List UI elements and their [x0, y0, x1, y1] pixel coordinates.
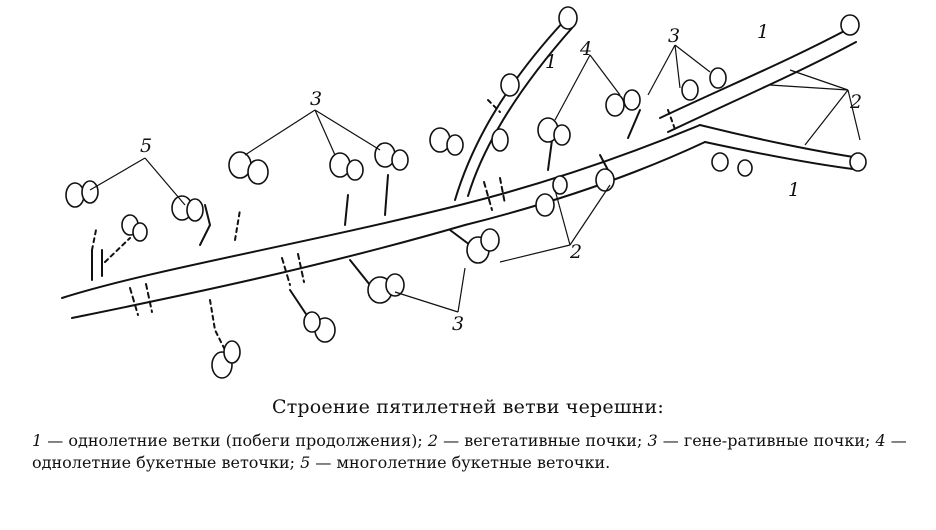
bud-clusters [65, 6, 867, 379]
label-veg-upper: 2 [849, 91, 862, 113]
label-shoot-top: 1 [545, 51, 557, 73]
legend-num: 3 [647, 431, 658, 450]
legend-text: — гене-ративные почки; [657, 431, 876, 450]
label-gen-right: 3 [668, 25, 680, 47]
legend-num: 2 [427, 431, 439, 450]
legend-text: — многолетние букетные веточки. [310, 453, 611, 472]
shoot-upper-right [659, 27, 857, 133]
label-gen-top: 3 [310, 88, 322, 110]
legend-num: 4 [875, 431, 886, 450]
label-shoot-lower: 1 [788, 179, 800, 201]
legend-num: 1 [32, 431, 43, 450]
label-gen-bottom: 3 [452, 313, 464, 335]
main-branch [61, 124, 706, 319]
caption-title: Строение пятилетней ветви черешни: [271, 396, 665, 418]
shoot-top [454, 19, 573, 201]
legend-text: — вегетативные почки; [438, 431, 648, 450]
label-shoot-upper: 1 [757, 21, 769, 43]
legend-num: 5 [300, 453, 311, 472]
legend-text: — однолетние ветки (побеги продолжения); [42, 431, 428, 450]
label-bouquet-perennial: 5 [140, 135, 152, 157]
caption-legend: 1 — однолетние ветки (побеги продолжения… [32, 430, 912, 474]
leader-lines [89, 44, 861, 313]
label-veg-middle: 2 [569, 241, 582, 263]
shoot-lower-right [699, 124, 861, 171]
spurs [91, 109, 641, 351]
label-bouquet-1yr: 4 [579, 38, 592, 60]
legend-text: — однолетние букетные веточки; [32, 431, 907, 472]
branch-diagram: 1 1 1 2 2 3 3 3 4 5 [61, 6, 867, 379]
